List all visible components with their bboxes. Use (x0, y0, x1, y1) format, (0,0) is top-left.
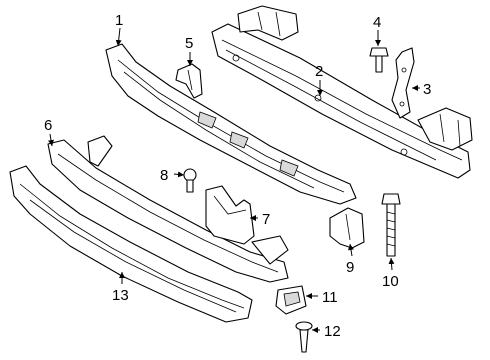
callout-13: 13 (112, 287, 129, 304)
callout-4: 4 (373, 14, 381, 31)
reinforcement-beam-part-2[interactable] (211, 5, 473, 179)
callout-3: 3 (423, 81, 431, 98)
lower-deflector-part-13[interactable] (9, 165, 253, 323)
bracket-part-9[interactable] (329, 207, 365, 249)
energy-absorber-part-1[interactable] (105, 43, 357, 205)
center-bracket-part-7[interactable] (205, 185, 255, 245)
callout-12: 12 (324, 323, 341, 340)
callout-9: 9 (346, 259, 354, 276)
push-pin-part-12[interactable] (295, 321, 313, 353)
side-bracket-part-3[interactable] (391, 47, 415, 119)
bolt-part-4[interactable] (369, 47, 389, 73)
callout-10: 10 (382, 273, 399, 290)
callout-6: 6 (44, 117, 52, 134)
screw-part-8[interactable] (183, 168, 197, 193)
callout-1: 1 (115, 12, 123, 29)
leader-lines (48, 27, 420, 333)
callout-11: 11 (322, 289, 338, 306)
bracket-part-5[interactable] (175, 63, 203, 99)
callout-7: 7 (262, 211, 270, 228)
callout-5: 5 (185, 35, 193, 52)
long-bolt-part-10[interactable] (381, 193, 401, 257)
cover-support-part-6[interactable] (47, 135, 289, 283)
callout-2: 2 (315, 63, 323, 80)
callout-8: 8 (160, 167, 168, 184)
clip-part-11[interactable] (275, 285, 307, 315)
callout-labels: 1 2 3 4 5 6 7 8 9 10 11 12 13 (44, 12, 431, 340)
